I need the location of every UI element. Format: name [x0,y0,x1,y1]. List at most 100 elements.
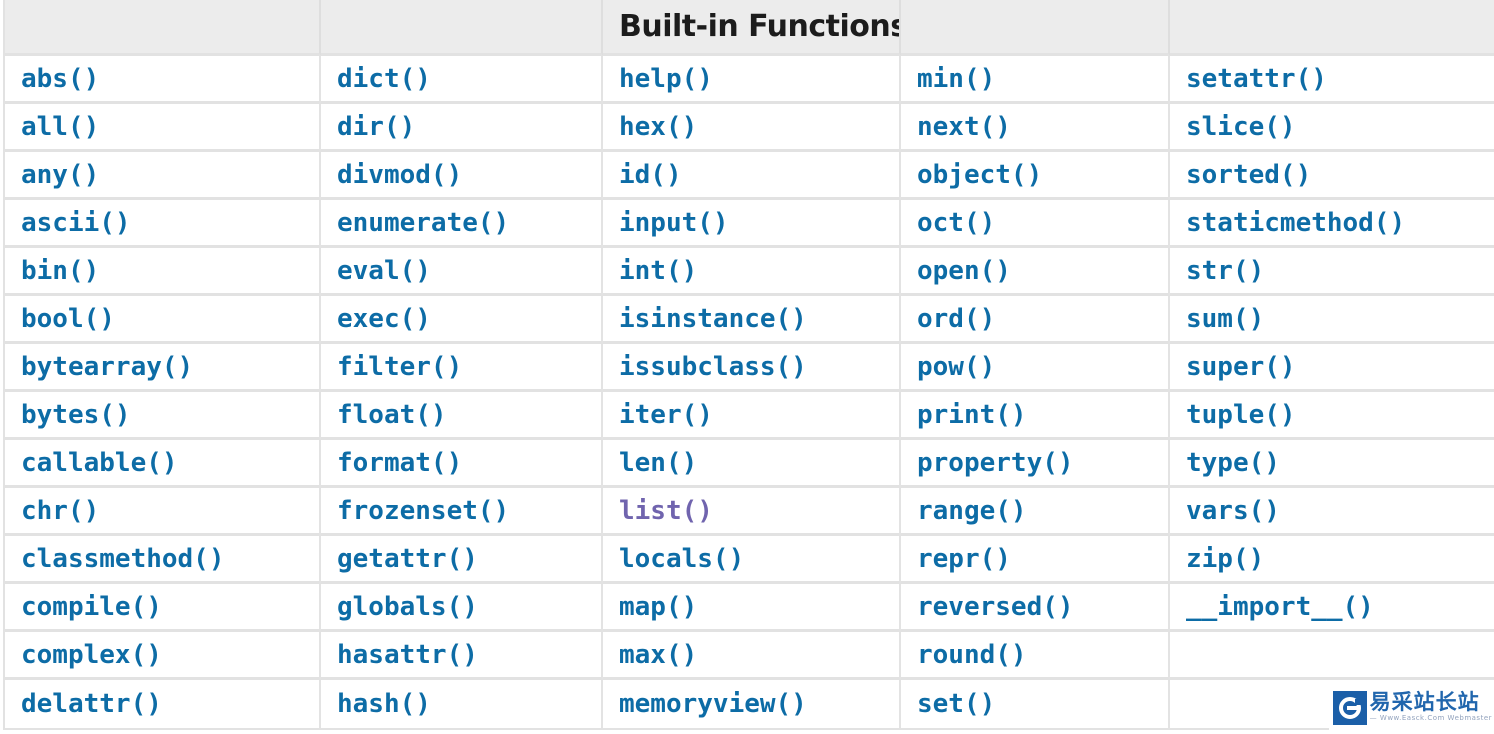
table-cell: int() [603,248,901,296]
table-cell: float() [321,392,603,440]
table-cell: chr() [5,488,321,536]
table-row: abs() dict() help() min() setattr() [5,56,1494,104]
function-link-compile[interactable]: compile() [21,591,162,622]
function-link-format[interactable]: format() [337,447,463,478]
function-link-super[interactable]: super() [1186,351,1296,382]
function-link-hex[interactable]: hex() [619,111,698,142]
function-link-iter[interactable]: iter() [619,399,713,430]
table-row: ascii() enumerate() input() oct() staticmeth… [5,200,1494,248]
function-link-tuple[interactable]: tuple() [1186,399,1296,430]
function-link-bool[interactable]: bool() [21,303,115,334]
function-link-import[interactable]: __import__() [1186,591,1374,622]
function-link-locals[interactable]: locals() [619,543,745,574]
function-link-setattr[interactable]: setattr() [1186,63,1327,94]
function-link-memoryview[interactable]: memoryview() [619,689,807,719]
function-link-exec[interactable]: exec() [337,303,431,334]
table-cell: callable() [5,440,321,488]
function-link-issubclass[interactable]: issubclass() [619,351,807,382]
table-cell: issubclass() [603,344,901,392]
header-cell-empty-4 [1170,0,1494,56]
function-link-any[interactable]: any() [21,159,100,190]
function-link-delattr[interactable]: delattr() [21,689,162,719]
table-cell: memoryview() [603,680,901,728]
function-link-chr[interactable]: chr() [21,495,100,526]
function-link-isinstance[interactable]: isinstance() [619,303,807,334]
table-cell: setattr() [1170,56,1494,104]
function-link-id[interactable]: id() [619,159,682,190]
table-cell: oct() [901,200,1170,248]
table-cell: filter() [321,344,603,392]
function-link-reversed[interactable]: reversed() [917,591,1074,622]
function-link-filter[interactable]: filter() [337,351,463,382]
function-link-sorted[interactable]: sorted() [1186,159,1312,190]
function-link-dict[interactable]: dict() [337,63,431,94]
table-cell: vars() [1170,488,1494,536]
function-link-next[interactable]: next() [917,111,1011,142]
function-link-pow[interactable]: pow() [917,351,996,382]
function-link-eval[interactable]: eval() [337,255,431,286]
function-link-globals[interactable]: globals() [337,591,478,622]
function-link-str[interactable]: str() [1186,255,1265,286]
function-link-frozenset[interactable]: frozenset() [337,495,510,526]
function-link-range[interactable]: range() [917,495,1027,526]
function-link-ascii[interactable]: ascii() [21,207,131,238]
table-cell: type() [1170,440,1494,488]
header-row: Built-in Functions [5,0,1494,56]
function-link-ord[interactable]: ord() [917,303,996,334]
function-link-hasattr[interactable]: hasattr() [337,639,478,670]
function-link-min[interactable]: min() [917,63,996,94]
table-cell: dir() [321,104,603,152]
function-link-callable[interactable]: callable() [21,447,178,478]
function-link-divmod[interactable]: divmod() [337,159,463,190]
function-link-set[interactable]: set() [917,689,996,719]
function-link-object[interactable]: object() [917,159,1043,190]
table-cell: __import__() [1170,584,1494,632]
function-link-round[interactable]: round() [917,639,1027,670]
function-link-bytearray[interactable]: bytearray() [21,351,194,382]
table-cell: locals() [603,536,901,584]
function-link-slice[interactable]: slice() [1186,111,1296,142]
function-link-zip[interactable]: zip() [1186,543,1265,574]
table-cell: compile() [5,584,321,632]
table-title: Built-in Functions [603,0,901,56]
function-link-list[interactable]: list() [619,495,713,526]
function-link-int[interactable]: int() [619,255,698,286]
functions-table-body: abs() dict() help() min() setattr() all() dir(… [5,56,1494,728]
function-link-bin[interactable]: bin() [21,255,100,286]
table-cell: hex() [603,104,901,152]
function-link-help[interactable]: help() [619,63,713,94]
table-cell: max() [603,632,901,680]
function-link-type[interactable]: type() [1186,447,1280,478]
table-row: classmethod() getattr() locals() repr() zip(… [5,536,1494,584]
function-link-complex[interactable]: complex() [21,639,162,670]
table-cell: help() [603,56,901,104]
function-link-property[interactable]: property() [917,447,1074,478]
table-cell: slice() [1170,104,1494,152]
table-cell: staticmethod() [1170,200,1494,248]
function-link-bytes[interactable]: bytes() [21,399,131,430]
function-link-getattr[interactable]: getattr() [337,543,478,574]
function-link-input[interactable]: input() [619,207,729,238]
table-cell: sorted() [1170,152,1494,200]
function-link-open[interactable]: open() [917,255,1011,286]
watermark-tagline: — Www.Easck.Com Webmaster [1369,714,1492,722]
function-link-abs[interactable]: abs() [21,63,100,94]
table-cell: hash() [321,680,603,728]
table-row: compile() globals() map() reversed() __impor… [5,584,1494,632]
function-link-oct[interactable]: oct() [917,207,996,238]
function-link-dir[interactable]: dir() [337,111,416,142]
function-link-staticmethod[interactable]: staticmethod() [1186,207,1406,238]
function-link-classmethod[interactable]: classmethod() [21,543,225,574]
function-link-map[interactable]: map() [619,591,698,622]
function-link-float[interactable]: float() [337,399,447,430]
function-link-sum[interactable]: sum() [1186,303,1265,334]
function-link-hash[interactable]: hash() [337,689,431,719]
function-link-print[interactable]: print() [917,399,1027,430]
function-link-enumerate[interactable]: enumerate() [337,207,510,238]
function-link-repr[interactable]: repr() [917,543,1011,574]
table-cell: hasattr() [321,632,603,680]
function-link-all[interactable]: all() [21,111,100,142]
function-link-max[interactable]: max() [619,639,698,670]
function-link-len[interactable]: len() [619,447,698,478]
function-link-vars[interactable]: vars() [1186,495,1280,526]
